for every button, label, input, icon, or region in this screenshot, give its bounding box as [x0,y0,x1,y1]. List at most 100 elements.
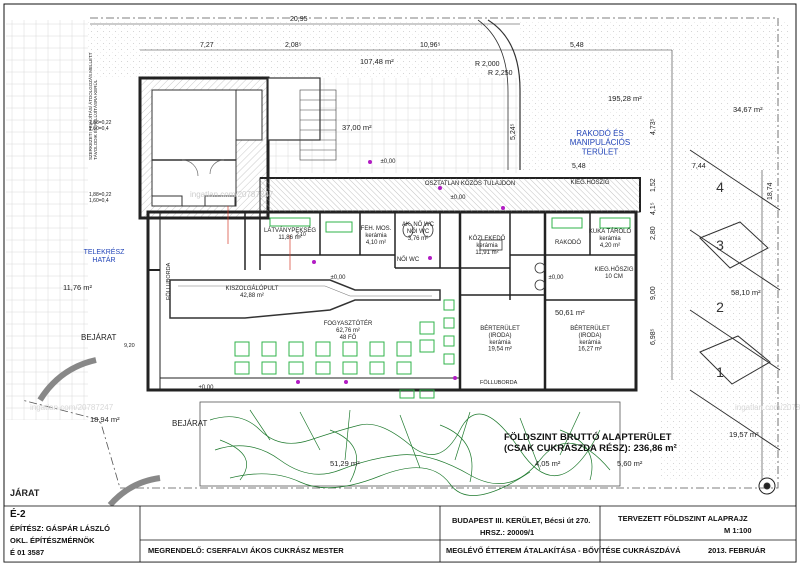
dim-152: 1,52 [650,178,657,192]
dim-548: 5,48 [572,163,586,170]
service-counter [169,279,441,319]
project-name: MEGLÉVŐ ÉTTEREM ÁTALAKÍTÁSA - BŐVÍTÉSE C… [446,546,681,555]
dim-r1: R 2,000 [475,61,500,68]
paved-zone-top [88,20,488,78]
label-zero3: ±0,00 [331,275,347,281]
area-a7: 50,61 m² [555,308,585,317]
label-kieg1: KIEG.HŐSZIG [570,179,609,186]
left-paving [6,20,88,420]
existing-building [138,76,321,220]
label-jarat: JÁRAT [10,488,40,498]
brutto-area-note: FÖLDSZINT BRUTTÓ ALAPTERÜLET(CSAK CUKRÁS… [504,431,677,454]
plot-boundary [21,17,779,489]
area-a11: 5,60 m² [617,459,643,468]
license-number: É 01 3587 [10,548,45,557]
dim-744: 7,44 [692,163,706,170]
parking-zone [660,140,790,480]
sheet-number: É-2 [10,509,26,520]
parking-number-4: 4 [716,179,724,195]
dim-698: 6,98⁵ [650,328,657,345]
hrsz: HRSZ.: 20009/1 [480,528,535,537]
dimension-lines [90,23,763,480]
drawing-title: TERVEZETT FÖLDSZINT ALAPRAJZ [618,514,748,523]
area-a4: 34,67 m² [733,105,763,114]
area-a10: 4,05 m² [535,459,561,468]
cafe-furniture [234,217,631,399]
dim-r2: R 2,250 [488,70,513,77]
watermark-3: ingatlan.com/20787247 [735,403,800,412]
dim-5245: 5,24⁵ [510,123,517,140]
area-a12: 19,57 m² [729,430,759,439]
area-a8: 18,94 m² [90,415,120,424]
architect-title: OKL. ÉPÍTÉSZMÉRNÖK [10,536,95,545]
stairs [299,89,337,161]
watermark-1: ingatlan.com/20787247 [190,190,274,199]
area-a2: 37,00 m² [342,123,372,132]
label-zero5: ±0,00 [199,385,215,391]
garden-vegetation [209,409,611,496]
area-a6: 58,10 m² [731,288,761,297]
scale: M 1:100 [724,526,752,535]
date: 2013. FEBRUÁR [708,546,766,555]
existing-note: SZERKEZETI FELÚJÍTÁS/ ÁTDOLGOZÁS MELLETT… [87,52,98,160]
service-counter-inner [178,285,432,297]
area-a1: 107,48 m² [360,57,394,66]
dim-1874: 18,74 [767,182,774,200]
label-rakodo-room: RAKODÓ [555,239,581,246]
client: MEGRENDELŐ: CSERFALVI ÁKOS CUKRÁSZ MESTE… [148,546,344,555]
label-zero1: ±0,00 [381,159,397,165]
label-folluborda-2: FÖLLUBORDA [480,379,518,386]
label-noiwc: NŐI WC [397,256,420,263]
label-bejarat-1: BEJÁRAT [81,333,117,342]
architect: ÉPÍTÉSZ: GÁSPÁR LÁSZLÓ [10,524,111,533]
label-bejarat-2: BEJÁRAT [172,419,208,428]
dim-top-b: 2,08⁵ [285,42,302,49]
lamp-markers [296,160,505,384]
title-block-frame [3,505,797,563]
dim-top-total: 20,95 [290,16,308,23]
label-osztatlan: OSZTATLAN KÖZÖS TULAJDON [425,180,515,187]
entrance-arrows [37,357,161,508]
dim-top-c: 10,96⁵ [420,42,441,49]
label-zero2: ±0,00 [451,195,467,201]
label-folluborda: FÖLLUBORDA [165,262,172,300]
road-curve-2 [477,19,509,170]
dim-top-d: 5,48 [570,42,584,49]
dim-900: 9,00 [650,286,657,300]
area-a9: 51,29 m² [330,459,360,468]
area-a5: 11,76 m² [63,283,93,292]
watermark-2: ingatlan.com/20787247 [30,403,114,412]
parking-number-3: 3 [716,237,724,253]
parking-lot [689,149,781,495]
dim-top-a: 7,27 [200,42,214,49]
dim-280: 2,80 [650,226,657,240]
dim-920: 9,20 [124,343,135,349]
dim-415: 4,1⁵ [650,202,657,215]
wc-fixtures [402,222,546,291]
garden-area [199,401,621,487]
new-building-walls [146,177,641,392]
parking-number-1: 1 [716,364,724,380]
area-a3: 195,28 m² [608,94,642,103]
label-zero4: ±0,00 [549,275,565,281]
road-curve [487,19,521,170]
dim-4735: 4,73⁵ [650,118,657,135]
parking-number-2: 2 [716,299,724,315]
red-guides [227,206,291,270]
address: BUDAPEST III. KERÜLET, Bécsi út 270. [452,516,591,525]
